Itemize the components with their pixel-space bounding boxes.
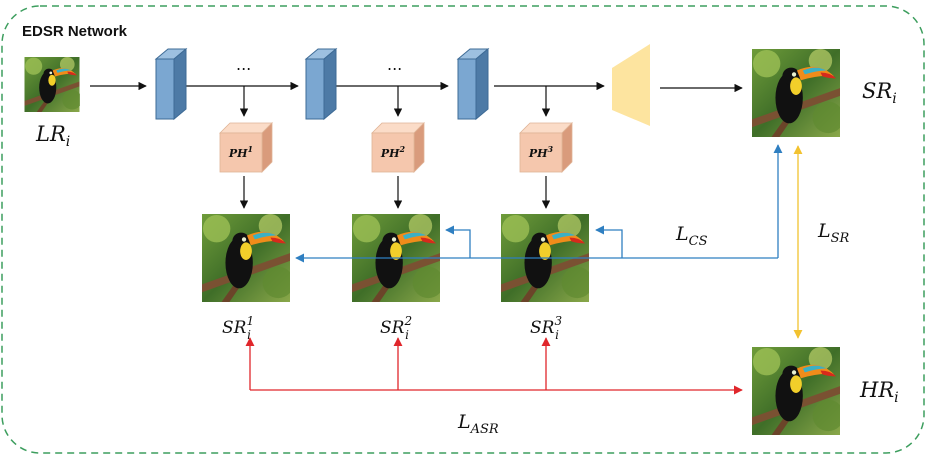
- hr-image: [752, 347, 840, 435]
- ellipsis-1: ...: [236, 55, 251, 74]
- head-1-label: PH1: [228, 144, 253, 160]
- input-label: LRi: [35, 122, 70, 150]
- network-title: EDSR Network: [22, 23, 128, 40]
- loss-cs-label: LCS: [675, 223, 708, 249]
- input-lr-image: [24, 57, 80, 112]
- residual-block-2: [304, 47, 338, 121]
- projection-head-1: PH1: [219, 122, 273, 173]
- loss-sr-label: LSR: [817, 220, 850, 246]
- consistency-loss-arrows: [295, 144, 783, 263]
- head-3-label: PH3: [528, 144, 554, 160]
- loss-asr-label: LASR: [457, 411, 499, 437]
- projection-head-3: PH3: [519, 122, 573, 173]
- intermediate-sr-1-image: [202, 214, 290, 302]
- residual-block-3: [456, 47, 490, 121]
- output-sr-image: [752, 49, 840, 137]
- head-2-label: PH2: [380, 144, 406, 160]
- aux-loss-arrows: [245, 337, 743, 395]
- upsampler: [612, 44, 650, 126]
- output-label: SRi: [862, 79, 897, 107]
- residual-block-1: [154, 47, 188, 121]
- network-border: [1, 5, 925, 454]
- projection-head-2: PH2: [371, 122, 425, 173]
- hr-label: HRi: [859, 378, 899, 406]
- ellipsis-2: ...: [387, 55, 402, 74]
